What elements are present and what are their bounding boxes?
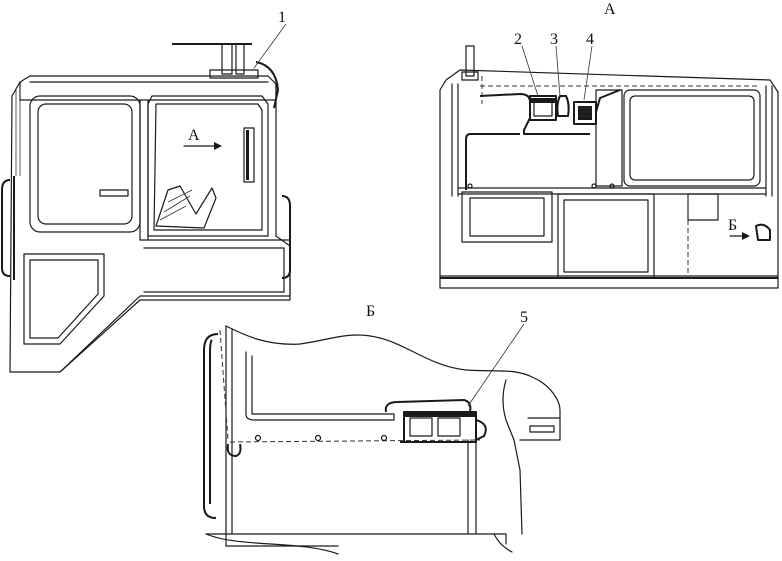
view-a-panel bbox=[439, 45, 779, 289]
callout-1: 1 bbox=[278, 9, 286, 26]
view-b-detail bbox=[203, 323, 561, 555]
callout-5: 5 bbox=[520, 309, 528, 326]
callout-3: 3 bbox=[550, 31, 558, 48]
cab-side-view bbox=[1, 23, 291, 373]
view-b-title: Б bbox=[366, 303, 375, 320]
view-a-arrow-label: А bbox=[188, 127, 200, 144]
callout-2: 2 bbox=[514, 31, 522, 48]
view-b-arrow-label: Б bbox=[728, 217, 737, 234]
callout-4: 4 bbox=[586, 31, 594, 48]
view-a-title: А bbox=[604, 1, 616, 18]
